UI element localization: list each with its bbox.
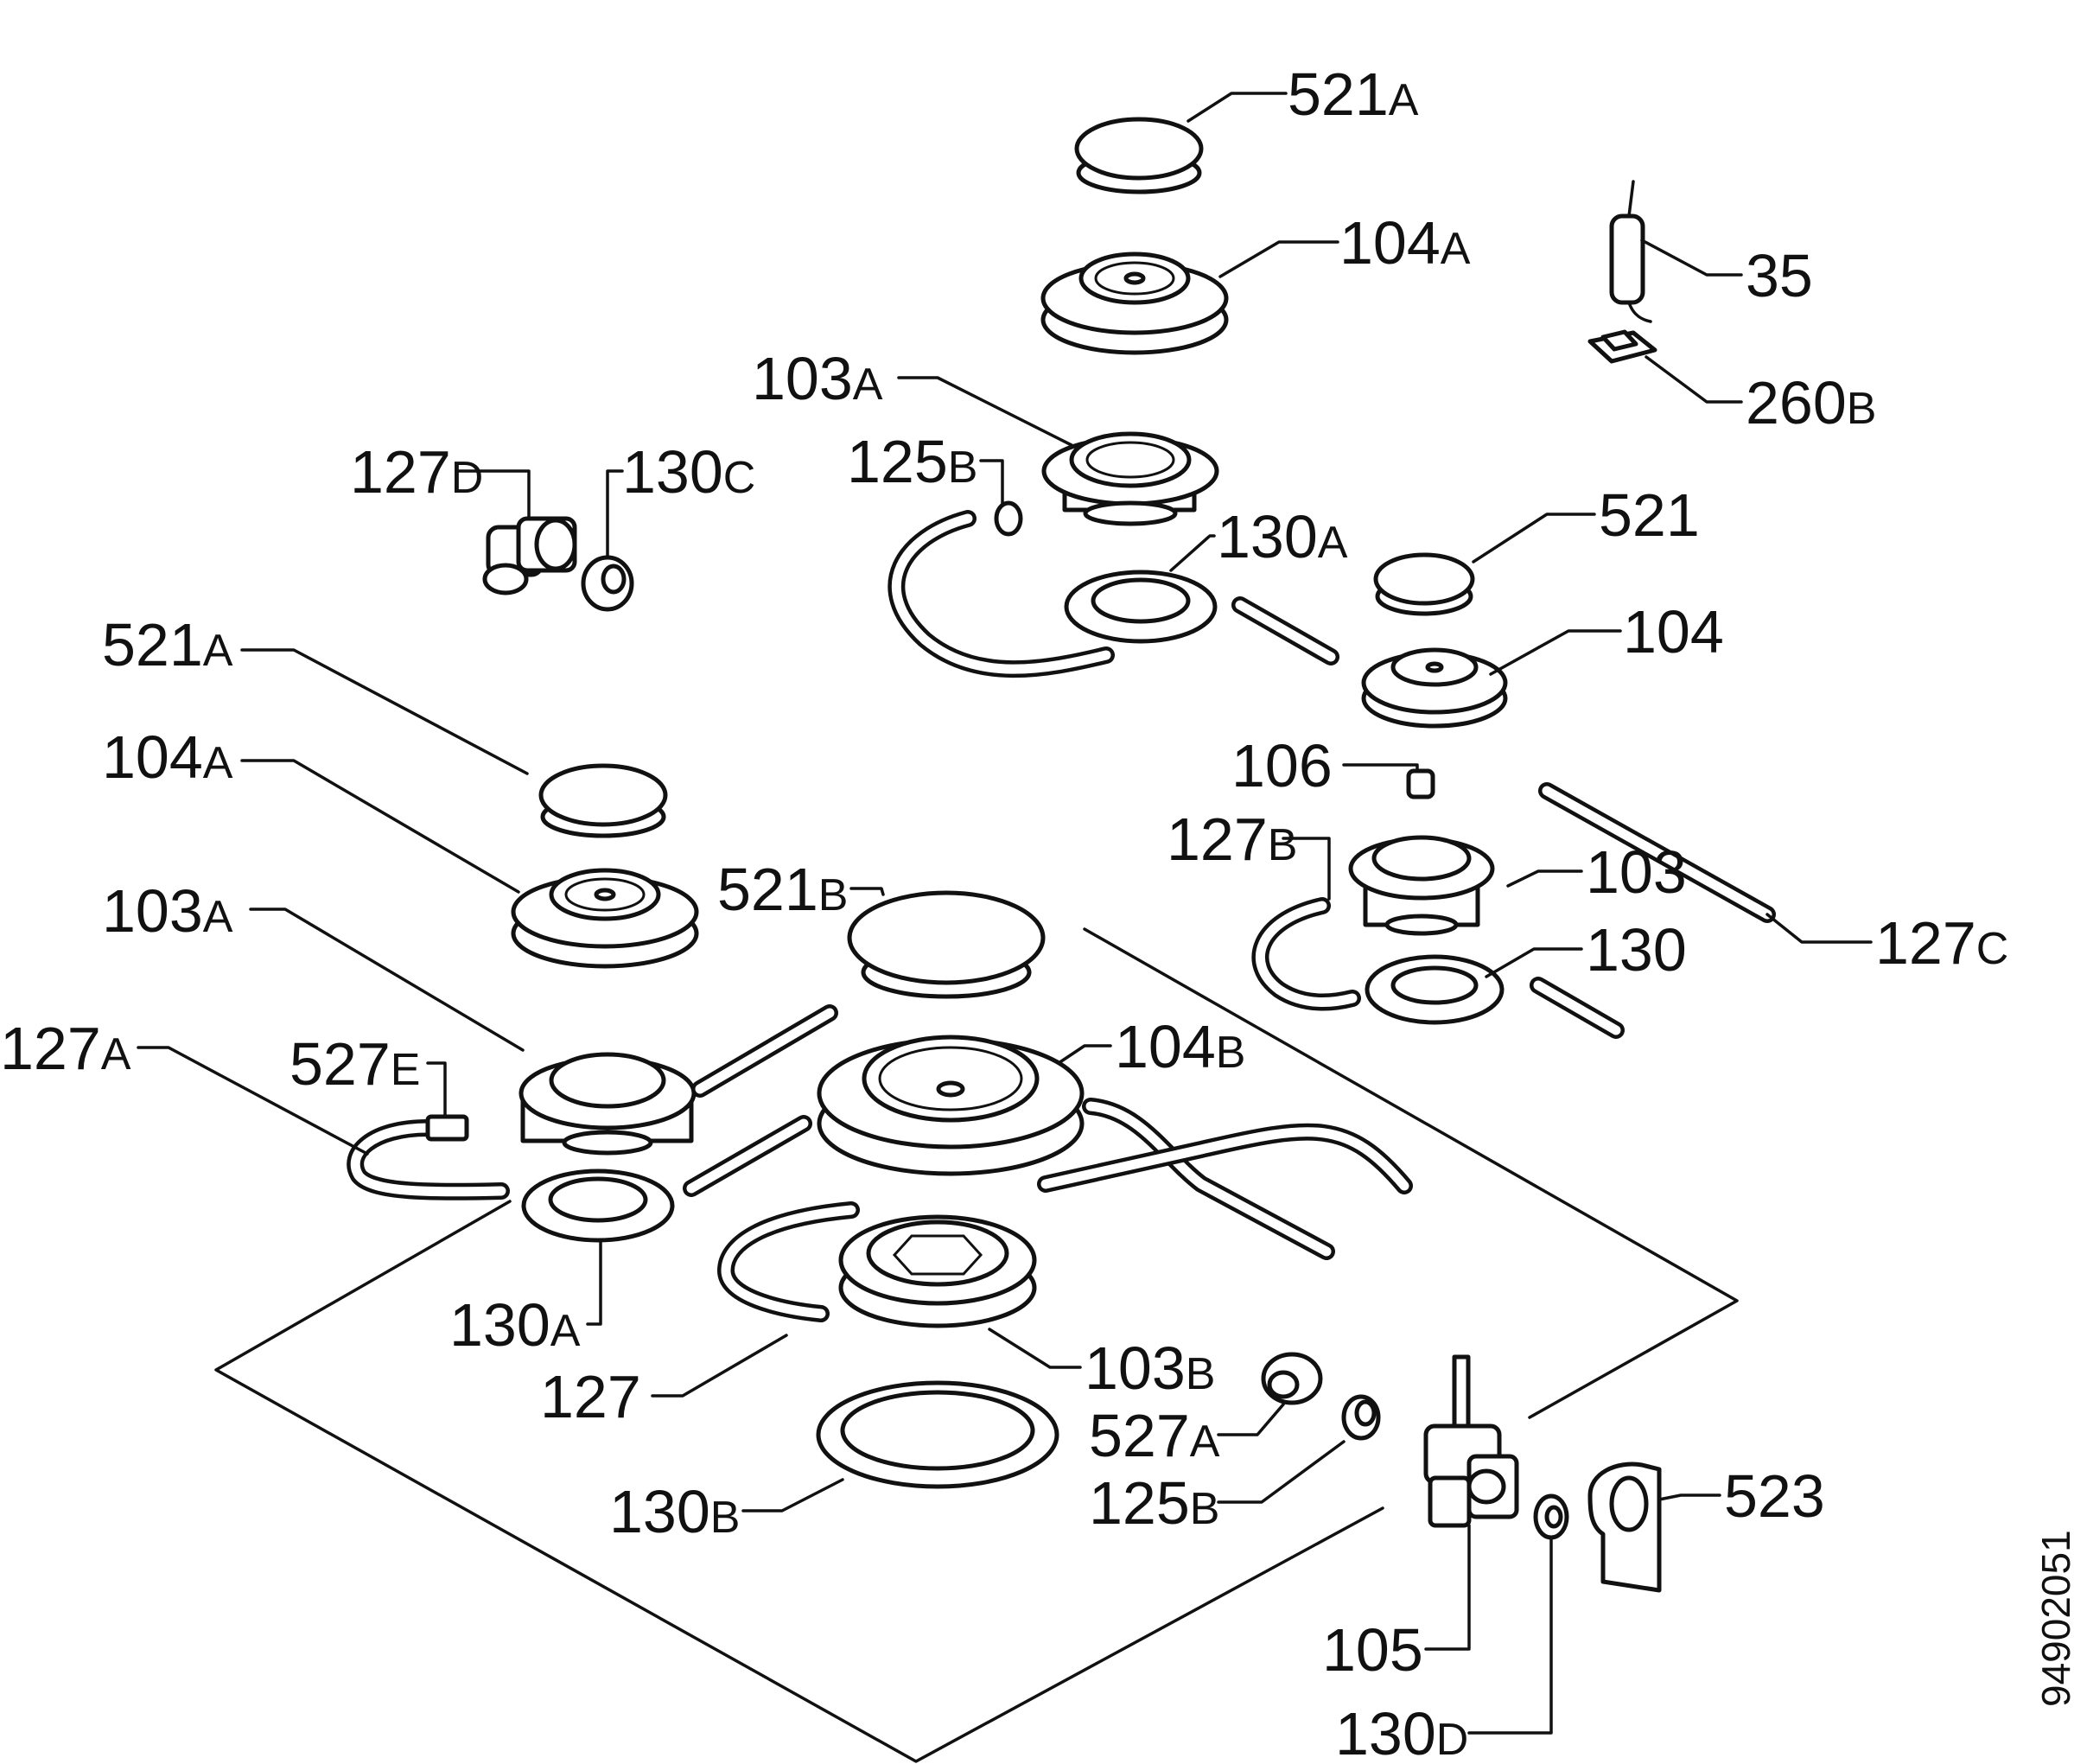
- burner-gasket-130B: [816, 1380, 1059, 1489]
- burner-cap-521B: [847, 890, 1046, 999]
- label-260B: 260B: [1746, 369, 1876, 436]
- burner-crown-104: [1361, 647, 1508, 729]
- drawing-code: 94902051: [2033, 1530, 2074, 1707]
- burner-cap-521A-top: [1074, 117, 1204, 194]
- label-104A-left: 104A: [102, 723, 233, 791]
- burner-body-103B: [838, 1214, 1037, 1328]
- burner-gasket-130A-top: [1064, 570, 1218, 644]
- gas-pipe-center: [683, 1004, 1413, 1260]
- label-127B: 127B: [1167, 806, 1297, 873]
- gas-pipe-top: [887, 510, 1115, 678]
- elbow-127D: [482, 516, 577, 595]
- label-104B: 104B: [1115, 1013, 1245, 1080]
- burner-crown-104B: [817, 1035, 1085, 1176]
- nut-527A: [1261, 1352, 1323, 1405]
- label-125B-top: 125B: [847, 428, 977, 495]
- label-104A-top: 104A: [1339, 209, 1471, 277]
- label-127C: 127C: [1875, 909, 2008, 977]
- leader-lines: [137, 92, 1873, 1735]
- gas-pipe-127: [717, 1201, 860, 1322]
- bracket-523: [1587, 1462, 1662, 1593]
- burner-body-103A-top: [1041, 431, 1219, 526]
- burner-gasket-130A-left: [521, 1169, 675, 1243]
- label-523: 523: [1724, 1462, 1825, 1530]
- clip-260B: [1587, 329, 1657, 364]
- electrode-35: [1609, 180, 1652, 323]
- gas-valve-105: [1423, 1354, 1519, 1528]
- label-130D: 130D: [1335, 1700, 1468, 1764]
- gas-pipe-127B: [1251, 897, 1361, 1011]
- washer-130C: [581, 555, 634, 612]
- label-103B: 103B: [1085, 1334, 1215, 1402]
- label-130B: 130B: [609, 1478, 740, 1545]
- gas-pipe-127A: [347, 1119, 510, 1200]
- label-103A-top: 103A: [752, 345, 883, 412]
- burner-cap-521: [1373, 552, 1475, 616]
- hob-outline: [1083, 927, 1739, 1419]
- label-527E: 527E: [289, 1030, 420, 1098]
- label-125B-bottom: 125B: [1089, 1469, 1219, 1537]
- injector-125B-bottom: [1341, 1394, 1381, 1441]
- label-105: 105: [1322, 1616, 1423, 1684]
- burner-body-103A-left: [518, 1052, 697, 1156]
- connector-527E: [425, 1114, 469, 1142]
- label-127D: 127D: [350, 438, 483, 506]
- label-130: 130: [1586, 916, 1687, 984]
- burner-crown-104A-left: [511, 868, 699, 969]
- label-521B: 521B: [717, 856, 848, 923]
- label-130A-top: 130A: [1217, 503, 1348, 570]
- burner-gasket-130: [1365, 954, 1505, 1025]
- label-103: 103: [1586, 838, 1687, 906]
- part-labels: 521A 104A 35 260B 103A 127D 130C 125B 13…: [0, 60, 2008, 1764]
- burner-cap-521A-left: [538, 763, 668, 838]
- burner-crown-104A-top: [1040, 252, 1229, 355]
- label-521A-top: 521A: [1288, 60, 1419, 128]
- label-127A: 127A: [0, 1015, 131, 1082]
- label-106: 106: [1231, 732, 1333, 799]
- label-103A-left: 103A: [102, 877, 233, 945]
- label-35: 35: [1746, 242, 1813, 309]
- washer-130D: [1533, 1493, 1569, 1540]
- label-130A-left: 130A: [449, 1291, 581, 1359]
- label-521A-left: 521A: [102, 611, 233, 678]
- label-521: 521: [1599, 481, 1700, 549]
- injector-125B-top: [994, 500, 1023, 537]
- label-104: 104: [1623, 598, 1724, 665]
- gas-pipe-127C: [1231, 596, 1776, 1039]
- hob-outline-lower: [214, 1200, 1384, 1763]
- label-130C: 130C: [622, 438, 755, 506]
- label-127: 127: [540, 1363, 641, 1430]
- burner-body-103: [1348, 835, 1495, 936]
- label-527A: 527A: [1089, 1402, 1220, 1469]
- injector-106: [1406, 768, 1435, 799]
